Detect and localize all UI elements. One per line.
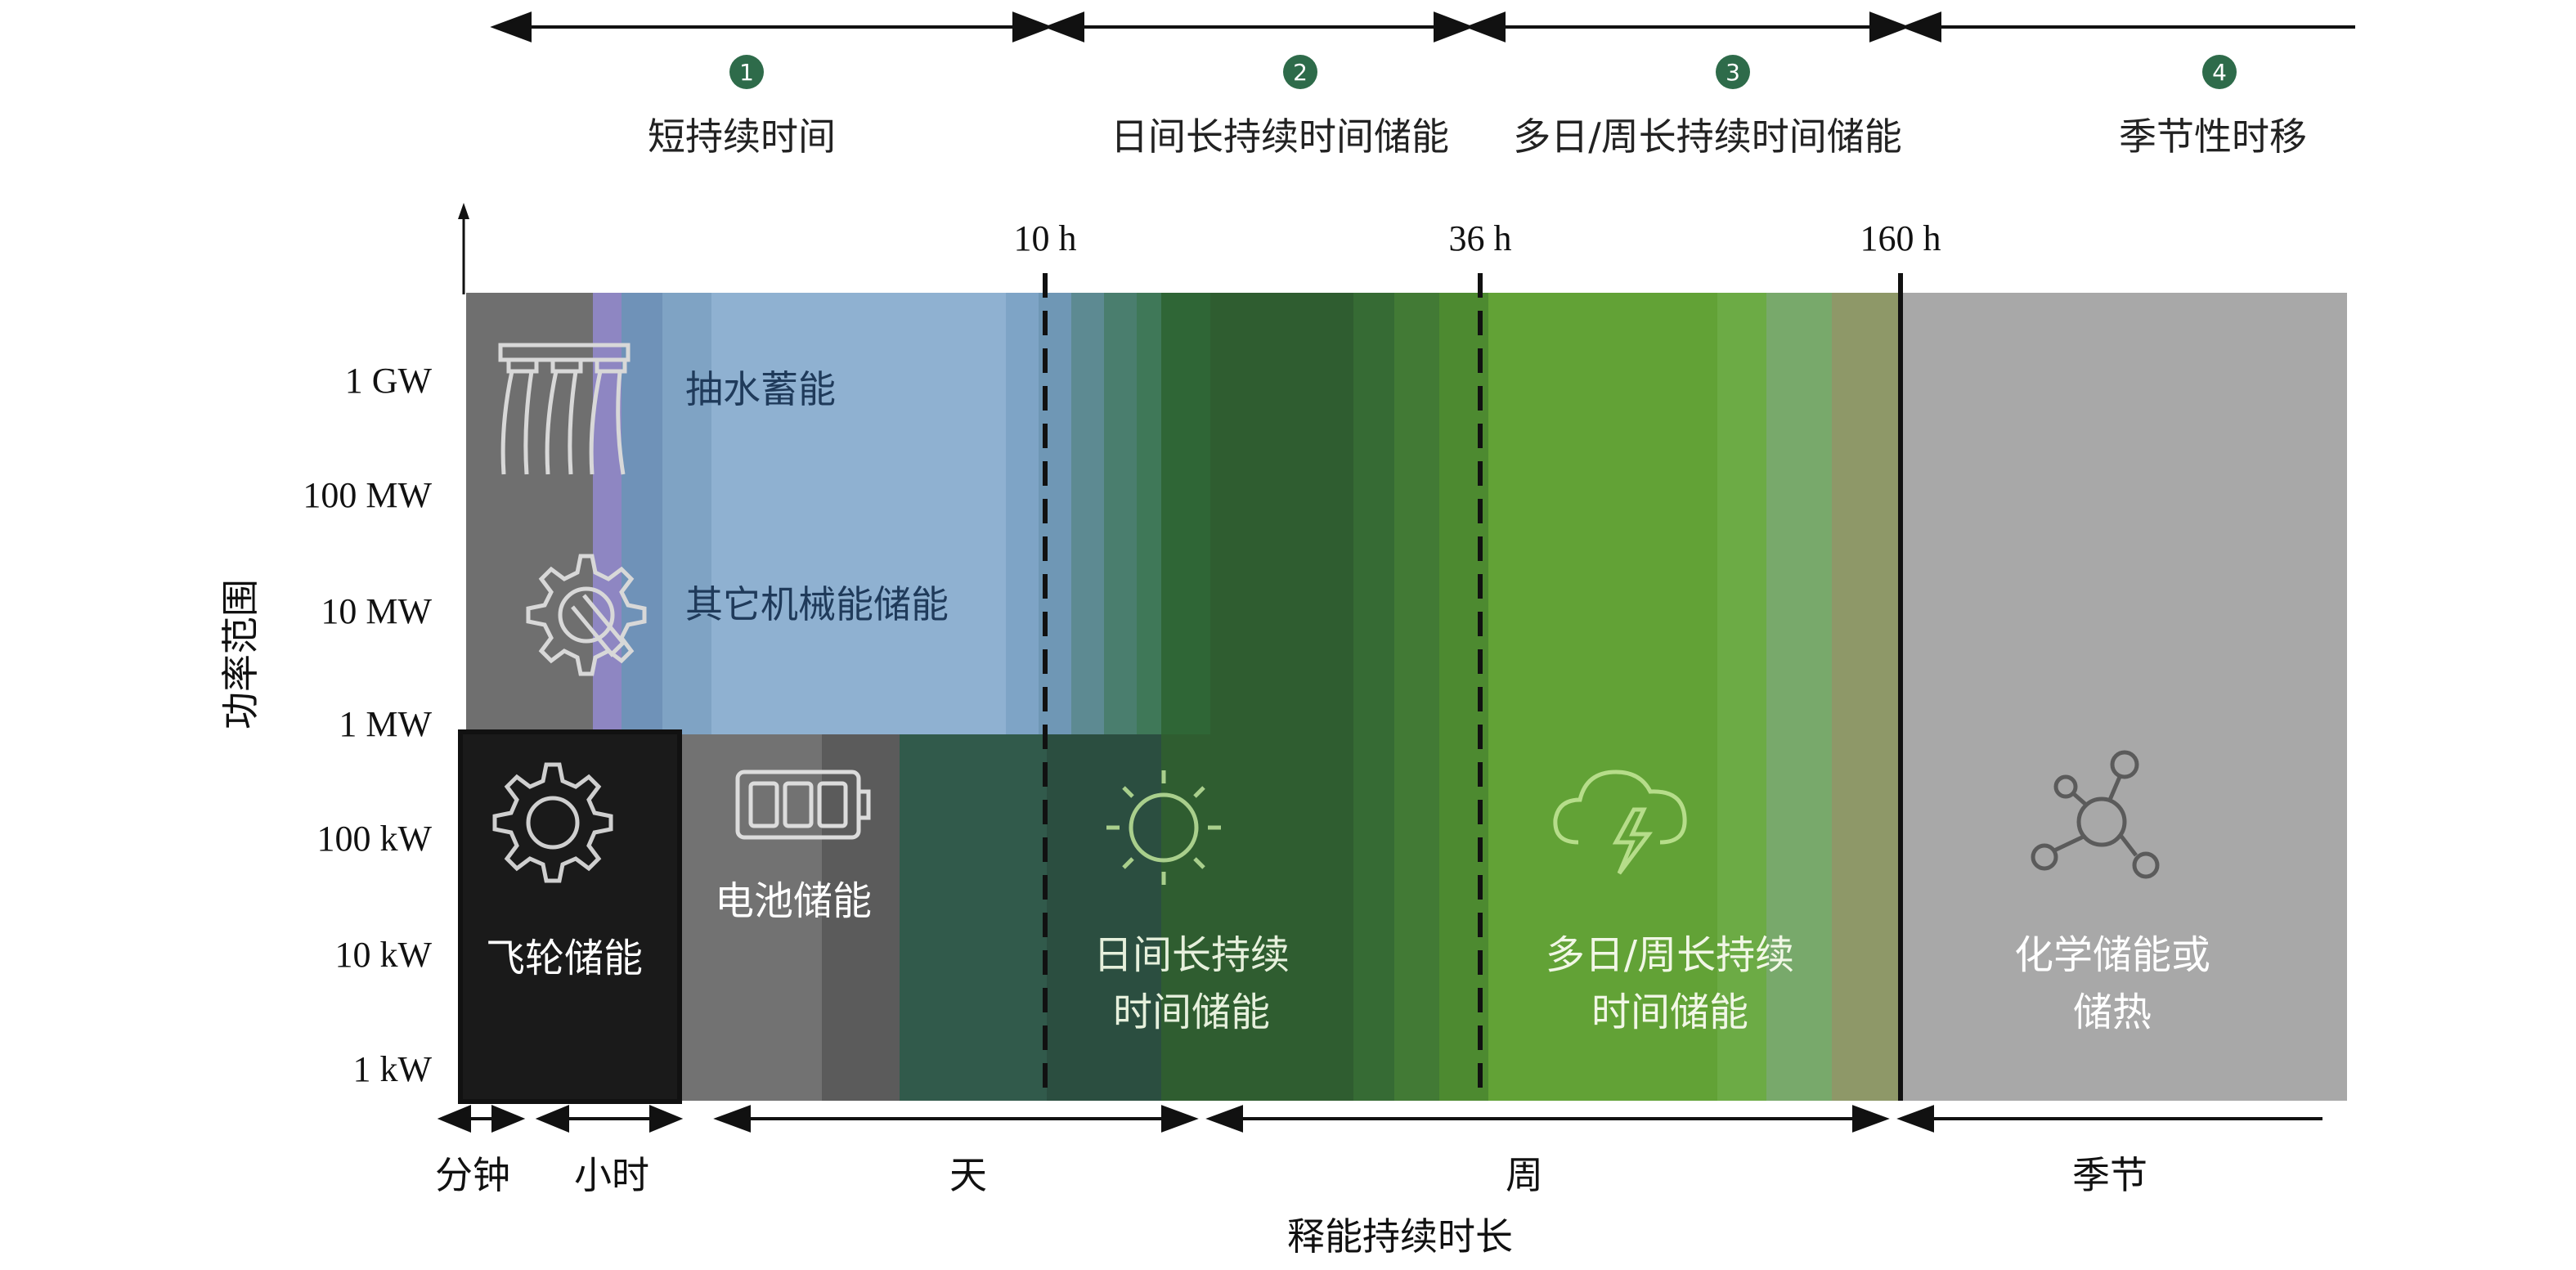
y-tick-1kw: 1 kW bbox=[352, 1049, 432, 1089]
y-tick-10mw: 10 MW bbox=[321, 591, 432, 631]
duration-markers: 10 h 36 h 160 h bbox=[1014, 218, 1941, 1101]
label-other-mechanical: 其它机械能储能 bbox=[685, 582, 949, 626]
category-4-number: 4 bbox=[2212, 59, 2227, 86]
category-1-label: 短持续时间 bbox=[648, 114, 836, 159]
technology-labels: 抽水蓄能 其它机械能储能 飞轮储能 电池储能 日间长持续 时间储能 多日/周长持… bbox=[486, 367, 2210, 1035]
turbine-icon bbox=[498, 343, 631, 475]
storm-cloud-icon bbox=[1553, 770, 1687, 875]
battery-icon bbox=[735, 770, 871, 840]
flywheel-block bbox=[458, 729, 682, 1104]
y-tick-labels: 1 GW 100 MW 10 MW 1 MW 100 kW 10 kW 1 kW bbox=[303, 361, 432, 1089]
top-category-arrows bbox=[490, 11, 2355, 43]
range-minutes: 分钟 bbox=[435, 1153, 510, 1197]
category-2-label: 日间长持续时间储能 bbox=[1111, 114, 1449, 159]
sun-icon bbox=[1106, 770, 1221, 885]
gear-icon bbox=[492, 762, 613, 883]
label-chemical-line2: 储热 bbox=[2073, 990, 2152, 1035]
mechanical-grey-band bbox=[466, 293, 593, 734]
label-daily-line1: 日间长持续 bbox=[1093, 932, 1290, 978]
label-multiday-line1: 多日/周长持续 bbox=[1546, 932, 1794, 978]
range-days: 天 bbox=[949, 1153, 987, 1197]
pumped-hydro-band bbox=[711, 293, 1006, 734]
y-tick-10kw: 10 kW bbox=[334, 935, 432, 975]
bottom-range-labels: 分钟 小时 天 周 季节 bbox=[435, 1153, 2147, 1197]
label-battery: 电池储能 bbox=[715, 878, 872, 924]
category-badges: 1 2 3 4 bbox=[729, 55, 2237, 89]
y-axis-arrowhead bbox=[458, 203, 469, 219]
gear-wrench-icon bbox=[526, 554, 647, 676]
range-seasons: 季节 bbox=[2072, 1153, 2147, 1197]
marker-160h-label: 160 h bbox=[1860, 218, 1941, 258]
category-3-number: 3 bbox=[1726, 59, 1740, 86]
label-flywheel: 飞轮储能 bbox=[486, 936, 643, 981]
range-hours: 小时 bbox=[574, 1153, 649, 1197]
y-tick-100kw: 100 kW bbox=[316, 819, 432, 859]
category-3-label: 多日/周长持续时间储能 bbox=[1513, 114, 1902, 159]
category-4-label: 季节性时移 bbox=[2119, 114, 2307, 159]
category-labels: 短持续时间 日间长持续时间储能 多日/周长持续时间储能 季节性时移 bbox=[648, 114, 2307, 159]
category-1-number: 1 bbox=[739, 59, 754, 86]
label-chemical-line1: 化学储能或 bbox=[2014, 932, 2210, 978]
marker-36h-label: 36 h bbox=[1449, 218, 1512, 258]
y-tick-100mw: 100 MW bbox=[303, 475, 432, 515]
category-2-number: 2 bbox=[1293, 59, 1308, 86]
plot-bands bbox=[458, 293, 2347, 1104]
y-tick-1mw: 1 MW bbox=[339, 704, 432, 744]
bottom-range-arrows bbox=[437, 1105, 2322, 1133]
marker-10h-label: 10 h bbox=[1014, 218, 1077, 258]
molecule-icon bbox=[2031, 750, 2160, 879]
x-axis-title: 释能持续时长 bbox=[1287, 1214, 1513, 1259]
label-daily-line2: 时间储能 bbox=[1113, 990, 1270, 1035]
y-axis-title: 功率范围 bbox=[218, 579, 263, 729]
y-tick-1gw: 1 GW bbox=[345, 361, 433, 401]
multiday-band bbox=[1488, 293, 1717, 1101]
label-multiday-line2: 时间储能 bbox=[1591, 990, 1748, 1035]
transition-band-olive bbox=[1832, 293, 1901, 1101]
seasonal-band bbox=[1901, 293, 2347, 1101]
label-pumped-hydro: 抽水蓄能 bbox=[685, 367, 836, 411]
range-weeks: 周 bbox=[1506, 1153, 1543, 1197]
